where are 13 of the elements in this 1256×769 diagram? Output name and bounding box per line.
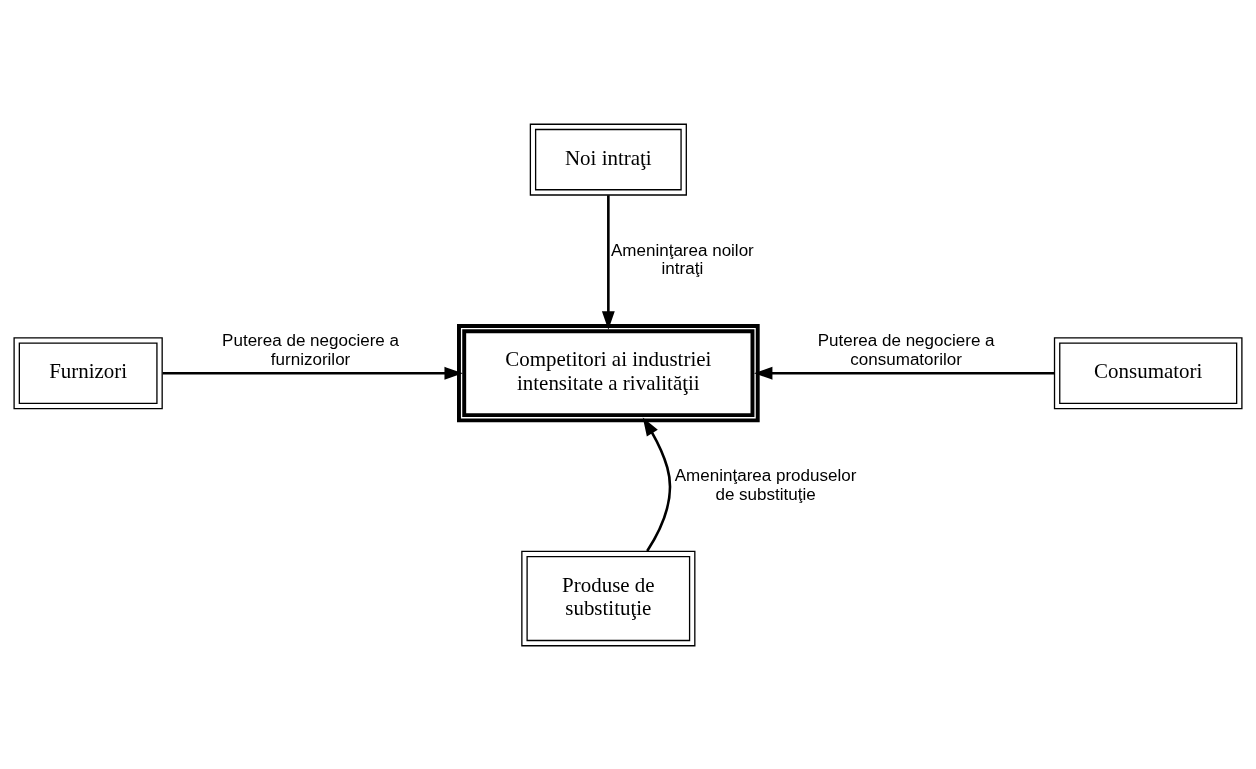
node-box: Furnizori bbox=[13, 336, 163, 409]
edge-label: Ameninţarea noilor intraţi bbox=[610, 240, 754, 278]
arrow bbox=[162, 366, 463, 380]
edge-label: Ameninţarea produselor de substituţie bbox=[674, 465, 857, 504]
edge-label: Puterea de negociere a furnizorilor bbox=[222, 330, 400, 369]
arrow bbox=[754, 366, 1055, 380]
node-box: Noi intraţi bbox=[529, 123, 687, 196]
arrow bbox=[601, 194, 615, 330]
node-box: Consumatori bbox=[1053, 336, 1243, 409]
node-box: Competitori ai industriei intensitate a rivalităţii bbox=[457, 323, 760, 422]
edge-label: Puterea de negociere a consumatorilor bbox=[817, 330, 995, 369]
arrow bbox=[642, 416, 672, 552]
node-box: Produse de substituţie bbox=[521, 550, 696, 646]
